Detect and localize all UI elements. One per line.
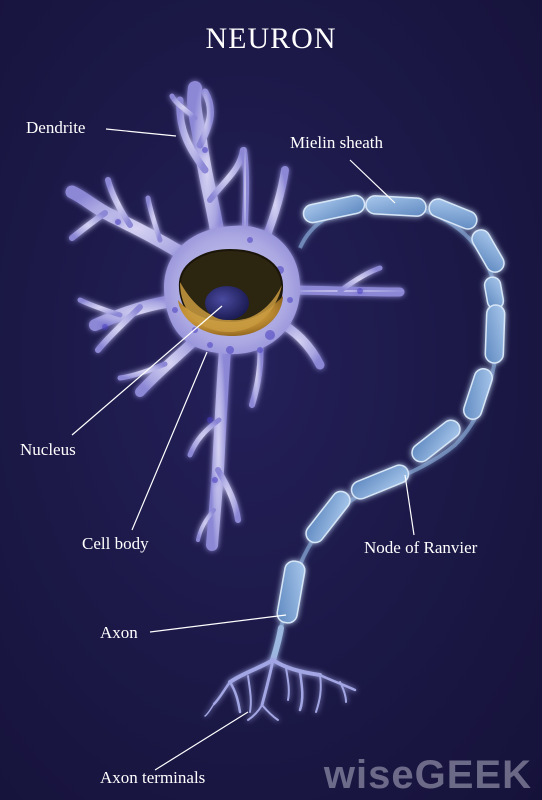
dendrite-leader (105, 128, 177, 137)
nucleus-leader (71, 305, 223, 436)
label-nucleus: Nucleus (20, 440, 76, 459)
node-of-ranvier-leader (404, 474, 415, 536)
axon-terminals-leader (154, 711, 249, 771)
cell-body-leader (131, 351, 208, 531)
leader-lines (71, 128, 415, 771)
myelin-leader (349, 159, 396, 204)
myelin-sheath (270, 194, 506, 663)
label-axon: Axon (100, 623, 138, 642)
label-cell-body: Cell body (82, 534, 149, 553)
dendrites (65, 81, 405, 551)
label-axon-terminals: Axon terminals (100, 768, 206, 787)
label-dendrite: Dendrite (26, 118, 86, 137)
watermark-logo: wiseGEEK (323, 753, 532, 797)
axon-terminals (204, 658, 357, 721)
diagram-title: NEURON (205, 22, 337, 55)
label-node-of-ranvier: Node of Ranvier (364, 538, 478, 557)
axon-leader (149, 614, 287, 633)
label-myelin-sheath: Mielin sheath (290, 133, 384, 152)
nucleus (178, 248, 284, 336)
